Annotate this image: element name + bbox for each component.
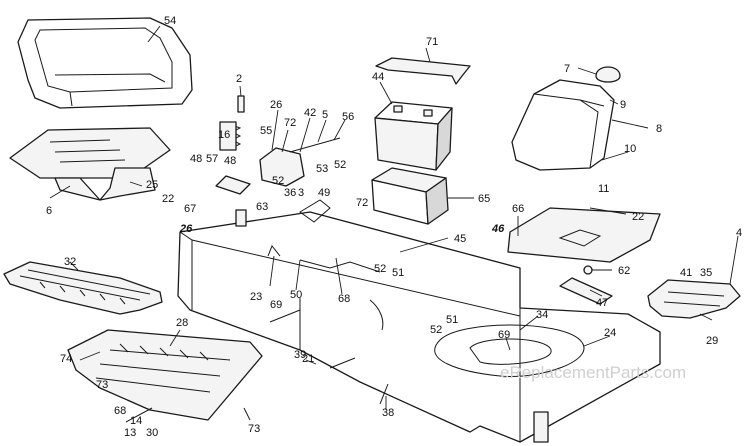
- callout-49: 49: [318, 187, 330, 199]
- callout-11: 11: [598, 183, 609, 195]
- callout-51: 51: [392, 267, 404, 279]
- callout-67: 67: [184, 203, 196, 215]
- callout-9: 9: [620, 99, 626, 111]
- callout-24: 24: [604, 327, 616, 339]
- battery-strap: [375, 57, 471, 85]
- callout-74: 74: [60, 353, 72, 365]
- callout-4: 4: [736, 227, 742, 239]
- callout-54: 54: [164, 15, 176, 27]
- callout-68: 68: [114, 405, 126, 417]
- foot-plate: [647, 279, 741, 319]
- callout-41: 41: [680, 267, 692, 279]
- callout-65: 65: [478, 193, 490, 205]
- callout-36: 36: [284, 187, 296, 199]
- callout-66: 66: [512, 203, 524, 215]
- callout-56: 56: [342, 111, 354, 123]
- callout-28: 28: [176, 317, 188, 329]
- seat-mounting-plate: [9, 127, 171, 201]
- fuel-tank-bracket: [507, 207, 661, 263]
- callout-22: 22: [162, 193, 174, 205]
- callout-23: 23: [250, 291, 262, 303]
- callout-47: 47: [596, 297, 608, 309]
- callout-14: 14: [130, 415, 142, 427]
- seat: [17, 17, 193, 109]
- callout-52: 52: [374, 263, 386, 275]
- callout-26: 26: [270, 99, 282, 111]
- callout-52: 52: [272, 175, 284, 187]
- callout-51: 51: [446, 314, 458, 326]
- callout-73: 73: [248, 423, 260, 435]
- battery: [374, 101, 453, 171]
- callout-69: 69: [498, 329, 510, 341]
- callout-53: 53: [316, 163, 328, 175]
- step-plate: [3, 261, 163, 315]
- callout-38: 38: [382, 407, 394, 419]
- callout-48: 48: [224, 155, 236, 167]
- callout-32: 32: [64, 256, 76, 268]
- callout-48: 48: [190, 153, 202, 165]
- callout-2: 2: [236, 73, 242, 85]
- callout-35: 35: [700, 267, 712, 279]
- callout-26: 26: [179, 223, 193, 235]
- callout-52: 52: [430, 324, 442, 336]
- callout-44: 44: [372, 71, 384, 83]
- callout-7: 7: [564, 63, 570, 75]
- callout-62: 62: [618, 265, 630, 277]
- callout-71: 71: [426, 36, 438, 48]
- watermark: eReplacementParts.com: [500, 363, 686, 382]
- callout-55: 55: [260, 125, 272, 137]
- callout-45: 45: [454, 233, 466, 245]
- callout-72: 72: [356, 197, 368, 209]
- callout-25: 25: [146, 179, 158, 191]
- fuel-tank: [511, 66, 621, 171]
- callout-46: 46: [491, 223, 505, 235]
- battery-tray: [371, 167, 449, 225]
- callout-72: 72: [284, 117, 296, 129]
- callout-52: 52: [334, 159, 346, 171]
- callout-73: 73: [96, 379, 108, 391]
- callout-34: 34: [536, 309, 548, 321]
- callout-6: 6: [46, 205, 52, 217]
- callout-42: 42: [304, 107, 316, 119]
- callout-69: 69: [270, 299, 282, 311]
- callout-29: 29: [706, 335, 718, 347]
- mounting-bracket: [559, 265, 613, 305]
- callout-8: 8: [656, 123, 662, 135]
- callout-22: 22: [632, 211, 644, 223]
- callout-16: 16: [218, 129, 230, 141]
- callout-13: 13: [124, 427, 136, 439]
- callout-39: 39: [294, 349, 306, 361]
- leader-lines: [49, 25, 739, 410]
- callout-10: 10: [624, 143, 636, 155]
- running-board: [67, 329, 263, 421]
- callout-57: 57: [206, 153, 218, 165]
- callout-63: 63: [256, 201, 268, 213]
- callout-68: 68: [338, 293, 350, 305]
- callout-30: 30: [146, 427, 158, 439]
- callout-21: 21: [302, 353, 314, 365]
- callout-50: 50: [290, 289, 302, 301]
- linkage-assembly: [125, 95, 389, 423]
- callout-3: 3: [298, 187, 304, 199]
- callout-5: 5: [322, 109, 328, 121]
